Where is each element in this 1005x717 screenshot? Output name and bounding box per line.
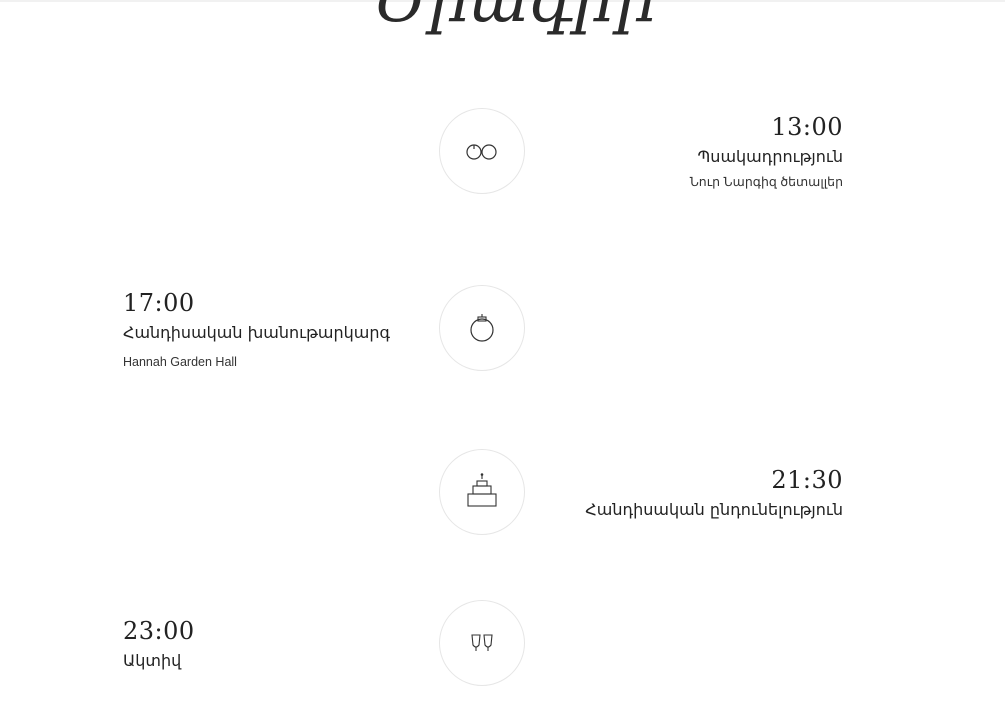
event-icon-circle	[439, 600, 525, 686]
event-time: 13:00	[771, 113, 843, 141]
event-item: 23:00 Ակտիվ	[123, 616, 195, 672]
event-name: Պսակադրություն	[697, 147, 844, 166]
event-item: 13:00 Պսակադրություն Նուր Նարգիզ ծետալլե…	[690, 112, 843, 190]
event-time: 21:30	[771, 466, 843, 494]
event-icon-circle	[439, 108, 525, 194]
event-item: 17:00 Հանդիսական խանութարկարգ Hannah Gar…	[123, 288, 390, 370]
event-icon-circle	[439, 449, 525, 535]
page-title: Ծրագիր	[373, 0, 656, 37]
event-place: Hannah Garden Hall	[123, 355, 237, 369]
glasses-icon	[466, 144, 497, 160]
event-time: 23:00	[123, 617, 195, 645]
event-item: 21:30 Հանդիսական ընդունելություն	[585, 465, 843, 521]
ring-icon	[470, 314, 494, 342]
champagne-icon	[471, 634, 493, 651]
event-time: 17:00	[123, 289, 195, 317]
event-name: Հանդիսական խանութարկարգ	[123, 323, 391, 342]
event-icon-circle	[439, 285, 525, 371]
event-name: Հանդիսական ընդունելություն	[585, 500, 843, 519]
event-name: Ակտիվ	[123, 651, 182, 670]
top-divider	[0, 0, 1005, 2]
event-place: Նուր Նարգիզ ծետալլեր	[689, 175, 843, 189]
cake-icon	[467, 473, 497, 507]
